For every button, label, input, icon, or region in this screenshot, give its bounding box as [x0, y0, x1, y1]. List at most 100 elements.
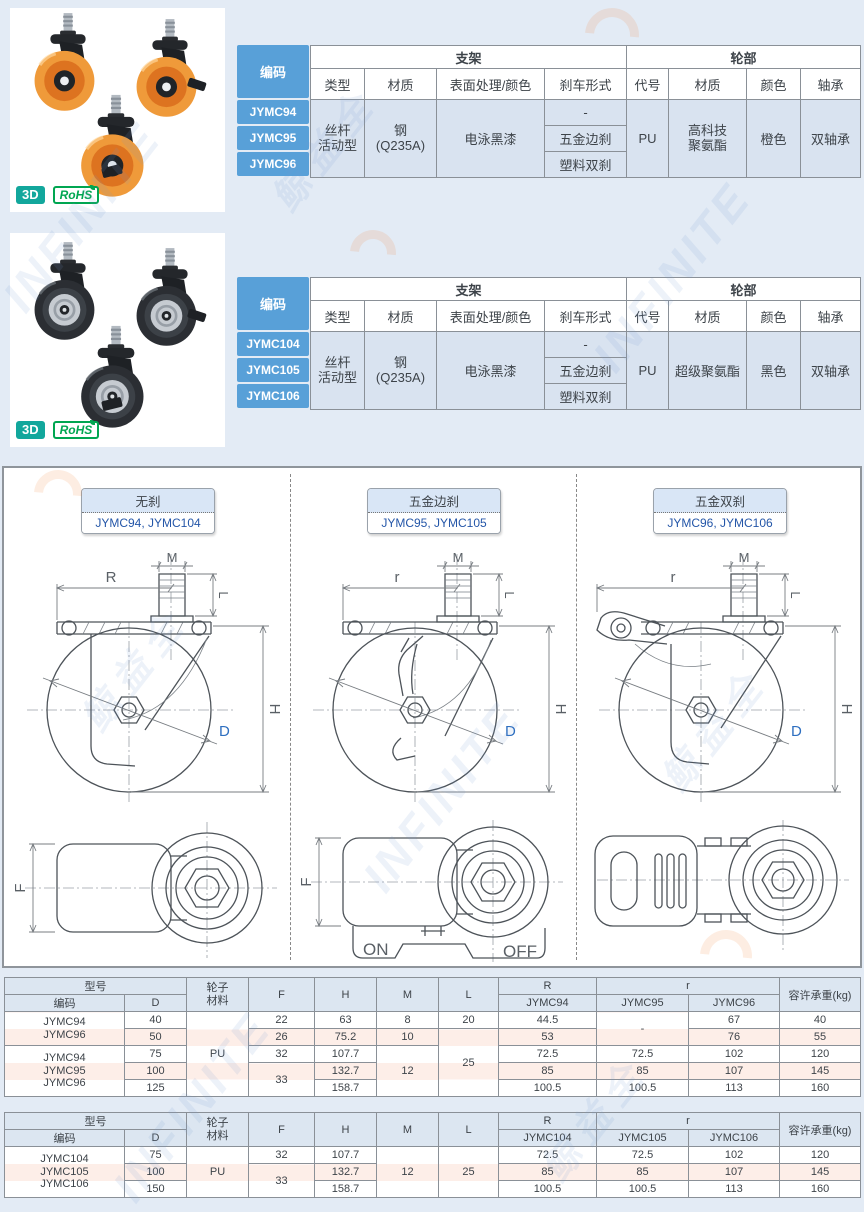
watermark-logo-mark — [340, 220, 406, 286]
wheel-code-cell: PU — [626, 99, 670, 178]
header-l: L — [438, 1112, 499, 1147]
code-jymc95: JYMC95 — [237, 126, 309, 150]
top-view-drawing-no-brake: F — [12, 822, 277, 958]
big-r-value: 72.5 — [498, 1146, 597, 1164]
dim-label-m: M — [453, 552, 464, 565]
bracket-group-header: 支架 — [309, 45, 628, 69]
col-wheel-material: 材质 — [668, 300, 748, 332]
brake-cell: - — [543, 99, 628, 126]
m-value: 12 — [376, 1045, 439, 1097]
r-value: 76 — [687, 1028, 781, 1046]
d-value: 100 — [124, 1163, 187, 1181]
dim-label-r: r — [671, 569, 676, 586]
header-m: M — [376, 977, 439, 1012]
col-wheel-material: 材质 — [668, 68, 748, 100]
wheel-group-header: 轮部 — [626, 277, 862, 301]
header-l: L — [438, 977, 499, 1012]
variant-label-side-brake: 五金边刹 JYMC95, JYMC105 — [367, 488, 501, 534]
product-photo-card-jymc94: 3D RoHS — [10, 8, 225, 212]
rohs-leaf-icon — [90, 420, 95, 425]
d-value: 50 — [124, 1028, 187, 1046]
r-value: 85 — [596, 1163, 689, 1181]
variant-models: JYMC96, JYMC106 — [654, 513, 786, 533]
caster-product-photo-black — [33, 241, 207, 430]
dim-label-l: L — [502, 591, 517, 598]
header-big-r: R — [498, 977, 597, 995]
header-small-r: r — [595, 1112, 781, 1130]
3d-model-badge[interactable]: 3D — [16, 421, 45, 439]
load-value: 120 — [779, 1045, 862, 1063]
m-value: 10 — [376, 1028, 439, 1046]
top-view-drawing-double-brake — [594, 820, 849, 950]
h-value: 132.7 — [314, 1062, 377, 1080]
header-load: 容许承重(kg) — [779, 977, 862, 1012]
brake-off-label: OFF — [503, 942, 537, 961]
r-value: 72.5 — [596, 1146, 689, 1164]
big-r-value: 100.5 — [498, 1180, 597, 1198]
load-value: 145 — [779, 1062, 862, 1080]
dimension-table-jymc104-106: 型号 轮子 材料 F H M L R r 容许承重(kg) 编码 D JYMC1… — [4, 1112, 862, 1198]
header-r-jymc105: JYMC105 — [596, 1129, 689, 1147]
rohs-badge: RoHS — [52, 186, 100, 204]
r-value: 107 — [687, 1062, 781, 1080]
code-column: 编码 JYMC104 JYMC105 JYMC106 — [237, 277, 309, 410]
h-value: 158.7 — [314, 1079, 377, 1097]
f-value: 32 — [248, 1146, 315, 1164]
header-big-r: R — [498, 1112, 597, 1130]
wheel-color-cell: 黑色 — [746, 331, 802, 410]
f-value: 33 — [248, 1163, 315, 1198]
col-wheel-code: 代号 — [626, 68, 670, 100]
bearing-cell: 双轴承 — [800, 99, 862, 178]
l-value: 20 — [438, 1011, 499, 1029]
side-view-drawing-no-brake: M L R H D — [27, 552, 283, 802]
m-value: 12 — [376, 1146, 439, 1198]
r-value: 102 — [687, 1045, 781, 1063]
col-wheel-code: 代号 — [626, 300, 670, 332]
r-value: 67 — [687, 1011, 781, 1029]
r-value: - — [596, 1011, 689, 1046]
spec-table-jymc104-106: 编码 JYMC104 JYMC105 JYMC106 支架 轮部 类型 材质 表… — [237, 277, 862, 410]
big-r-value: 72.5 — [498, 1045, 597, 1063]
header-model: 型号 — [4, 1112, 187, 1130]
header-code: 编码 — [4, 994, 125, 1012]
h-value: 132.7 — [314, 1163, 377, 1181]
h-value: 75.2 — [314, 1028, 377, 1046]
f-value: 22 — [248, 1011, 315, 1029]
spec-grid: 支架 轮部 类型 材质 表面处理/颜色 刹车形式 代号 材质 颜色 轴承 丝杆 … — [309, 45, 862, 178]
r-value: 85 — [596, 1062, 689, 1080]
variant-label-no-brake: 无刹 JYMC94, JYMC104 — [81, 488, 215, 534]
load-value: 120 — [779, 1146, 862, 1164]
r-value: 113 — [687, 1180, 781, 1198]
variant-title: 无刹 — [82, 489, 214, 513]
r-value: 113 — [687, 1079, 781, 1097]
col-type: 类型 — [310, 68, 365, 100]
f-value: 26 — [248, 1028, 315, 1046]
header-m: M — [376, 1112, 439, 1147]
model-group-cell: JYMC104 JYMC105 JYMC106 — [4, 1146, 125, 1198]
r-value: 107 — [687, 1163, 781, 1181]
wheel-code-cell: PU — [626, 331, 670, 410]
header-wheel-material: 轮子 材料 — [186, 1112, 249, 1147]
header-d: D — [124, 994, 187, 1012]
certification-badges: 3D RoHS — [16, 420, 100, 439]
variant-title: 五金边刹 — [368, 489, 500, 513]
certification-badges: 3D RoHS — [16, 185, 100, 204]
l-value: 25 — [438, 1028, 499, 1097]
col-surface: 表面处理/颜色 — [436, 300, 545, 332]
header-d: D — [124, 1129, 187, 1147]
bearing-cell: 双轴承 — [800, 331, 862, 410]
dim-label-h: H — [266, 704, 283, 715]
3d-model-badge[interactable]: 3D — [16, 186, 45, 204]
material-cell: 钢 (Q235A) — [364, 331, 437, 410]
d-value: 150 — [124, 1180, 187, 1198]
load-value: 160 — [779, 1079, 862, 1097]
wheel-color-cell: 橙色 — [746, 99, 802, 178]
f-value: 33 — [248, 1062, 315, 1097]
brake-cell: 塑料双刹 — [543, 383, 628, 410]
header-small-r: r — [595, 977, 781, 995]
h-value: 107.7 — [314, 1146, 377, 1164]
header-r-jymc95: JYMC95 — [596, 994, 689, 1012]
m-value: 8 — [376, 1011, 439, 1029]
dim-label-f: F — [12, 883, 29, 892]
bracket-group-header: 支架 — [309, 277, 628, 301]
